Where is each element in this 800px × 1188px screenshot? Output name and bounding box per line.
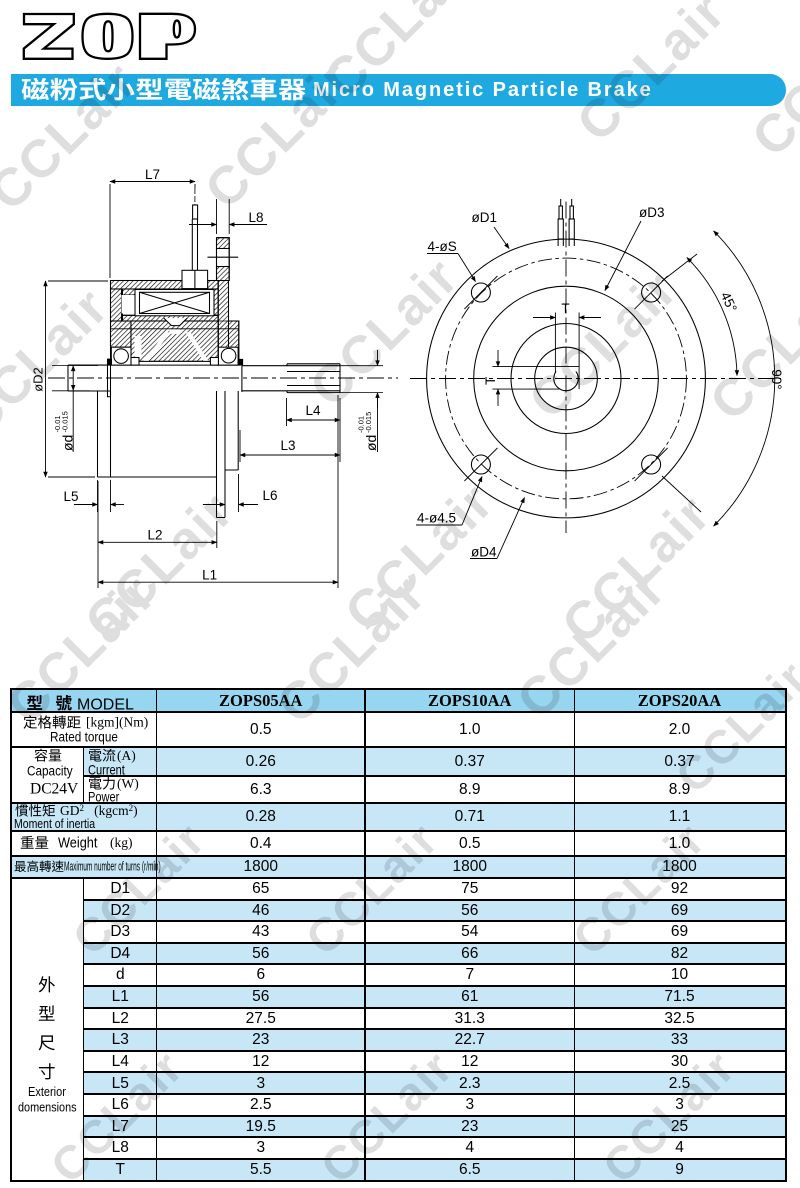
svg-text:L8: L8 — [248, 210, 263, 225]
svg-text:Capacity: Capacity — [27, 763, 73, 779]
svg-text:L2: L2 — [147, 528, 162, 543]
svg-text:90°: 90° — [769, 369, 784, 389]
svg-text:T: T — [561, 301, 569, 316]
svg-text:4-ø4.5: 4-ø4.5 — [417, 511, 456, 526]
svg-text:Rated torque: Rated torque — [50, 729, 118, 745]
svg-text:Power: Power — [88, 789, 119, 804]
svg-text:øD3: øD3 — [639, 205, 665, 220]
svg-text:[kgm](Nm): [kgm](Nm) — [86, 715, 148, 730]
svg-text:GD2 (kgcm2): GD2 (kgcm2) — [60, 803, 138, 818]
svg-text:øD1: øD1 — [472, 210, 498, 225]
svg-text:(W): (W) — [117, 776, 139, 791]
svg-text:4-øS: 4-øS — [428, 239, 457, 254]
svg-text:-0.01: -0.01 — [53, 415, 62, 432]
svg-text:L4: L4 — [305, 403, 321, 418]
svg-text:domensions: domensions — [18, 1101, 77, 1115]
svg-text:(A): (A) — [117, 748, 136, 763]
svg-text:-0.01: -0.01 — [357, 416, 366, 433]
svg-text:Current: Current — [88, 762, 125, 777]
svg-text:-0.015: -0.015 — [364, 412, 373, 433]
svg-text:Weight: Weight — [58, 835, 98, 851]
svg-text:ød: ød — [60, 435, 76, 451]
svg-text:L1: L1 — [202, 568, 217, 583]
svg-text:(kg): (kg) — [110, 835, 133, 850]
svg-text:Maximum number of turns (r/min: Maximum number of turns (r/min) — [64, 860, 161, 874]
svg-text:Moment of inertia: Moment of inertia — [14, 818, 96, 831]
svg-text:øD2: øD2 — [31, 367, 46, 392]
svg-text:DC24V: DC24V — [30, 781, 79, 798]
svg-text:L7: L7 — [145, 167, 160, 182]
svg-text:ød: ød — [363, 435, 379, 451]
svg-text:MODEL: MODEL — [77, 697, 134, 714]
svg-text:L5: L5 — [63, 489, 78, 504]
svg-text:Exterior: Exterior — [28, 1085, 66, 1099]
svg-text:-0.015: -0.015 — [61, 411, 70, 432]
svg-text:L3: L3 — [280, 438, 295, 453]
svg-text:L6: L6 — [262, 488, 277, 503]
svg-text:45°: 45° — [718, 290, 740, 315]
svg-text:T: T — [483, 377, 498, 385]
svg-text:øD4: øD4 — [471, 545, 497, 560]
